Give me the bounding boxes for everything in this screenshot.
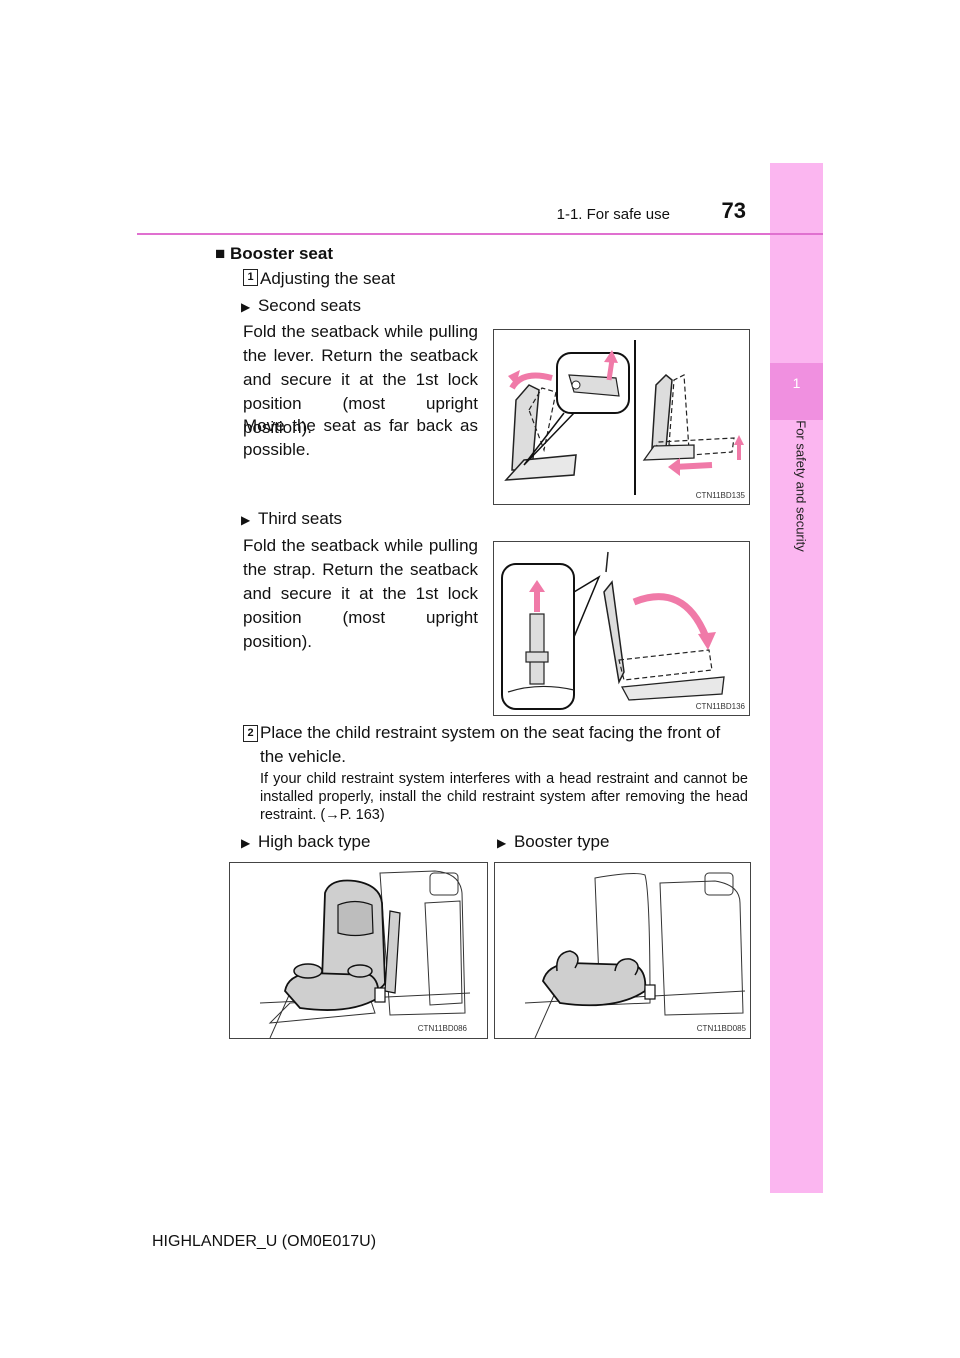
second-seats-title: ▶ Second seats	[241, 294, 361, 319]
step-1-text: Adjusting the seat	[260, 269, 396, 288]
high-back-illustration	[259, 870, 471, 1038]
third-seats-title: ▶ Third seats	[241, 507, 342, 532]
triangle-bullet-icon: ▶	[241, 513, 251, 527]
second-seats-para1: Fold the seatback while pulling the leve…	[243, 322, 478, 437]
page-number: 73	[721, 198, 746, 223]
chapter-number-box	[770, 363, 823, 420]
chapter-side-tab	[770, 163, 823, 1193]
triangle-bullet-icon: ▶	[241, 836, 251, 850]
chapter-number: 1	[792, 375, 801, 391]
step-2-number: 2	[243, 725, 258, 742]
third-seats-figure: CTN11BD136	[493, 541, 750, 716]
heading-square-bullet: ■	[215, 244, 226, 263]
booster-type-illustration	[524, 872, 746, 1038]
header-rule	[137, 233, 823, 235]
step-1-number: 1	[243, 269, 258, 286]
figure-code: CTN11BD085	[696, 1024, 746, 1033]
section-title: 1-1. For safe use	[556, 206, 670, 223]
step-2-text: Place the child restraint system on the …	[260, 723, 721, 766]
figure-code: CTN11BD135	[695, 491, 745, 500]
booster-heading: ■ Booster seat	[215, 242, 333, 266]
second-seats-para2: Move the seat as far back as possible.	[243, 416, 478, 459]
triangle-bullet-icon: ▶	[497, 836, 507, 850]
figure-code: CTN11BD136	[695, 702, 745, 711]
booster-type-label: Booster type	[513, 832, 610, 851]
high-back-type-label: High back type	[257, 832, 371, 851]
step-2-note: If your child restraint system interfere…	[260, 771, 748, 823]
third-seats-label: Third seats	[257, 509, 343, 528]
third-seats-para1: Fold the seatback while pulling the stra…	[243, 536, 478, 651]
heading-text: Booster seat	[230, 244, 333, 263]
footer-model-code: HIGHLANDER_U (OM0E017U)	[152, 1233, 377, 1250]
second-seats-illustration	[504, 340, 744, 495]
triangle-bullet-icon: ▶	[241, 300, 251, 314]
second-seats-figure: CTN11BD135	[493, 329, 750, 505]
third-seats-illustration	[501, 551, 725, 710]
high-back-figure: CTN11BD086	[229, 862, 488, 1039]
figure-code: CTN11BD086	[417, 1024, 467, 1033]
second-seats-label: Second seats	[257, 296, 361, 315]
booster-type-figure: CTN11BD085	[494, 862, 751, 1039]
high-back-type-title: ▶ High back type	[241, 830, 370, 855]
chapter-title: For safety and security	[793, 420, 809, 552]
booster-type-title: ▶ Booster type	[497, 830, 609, 855]
